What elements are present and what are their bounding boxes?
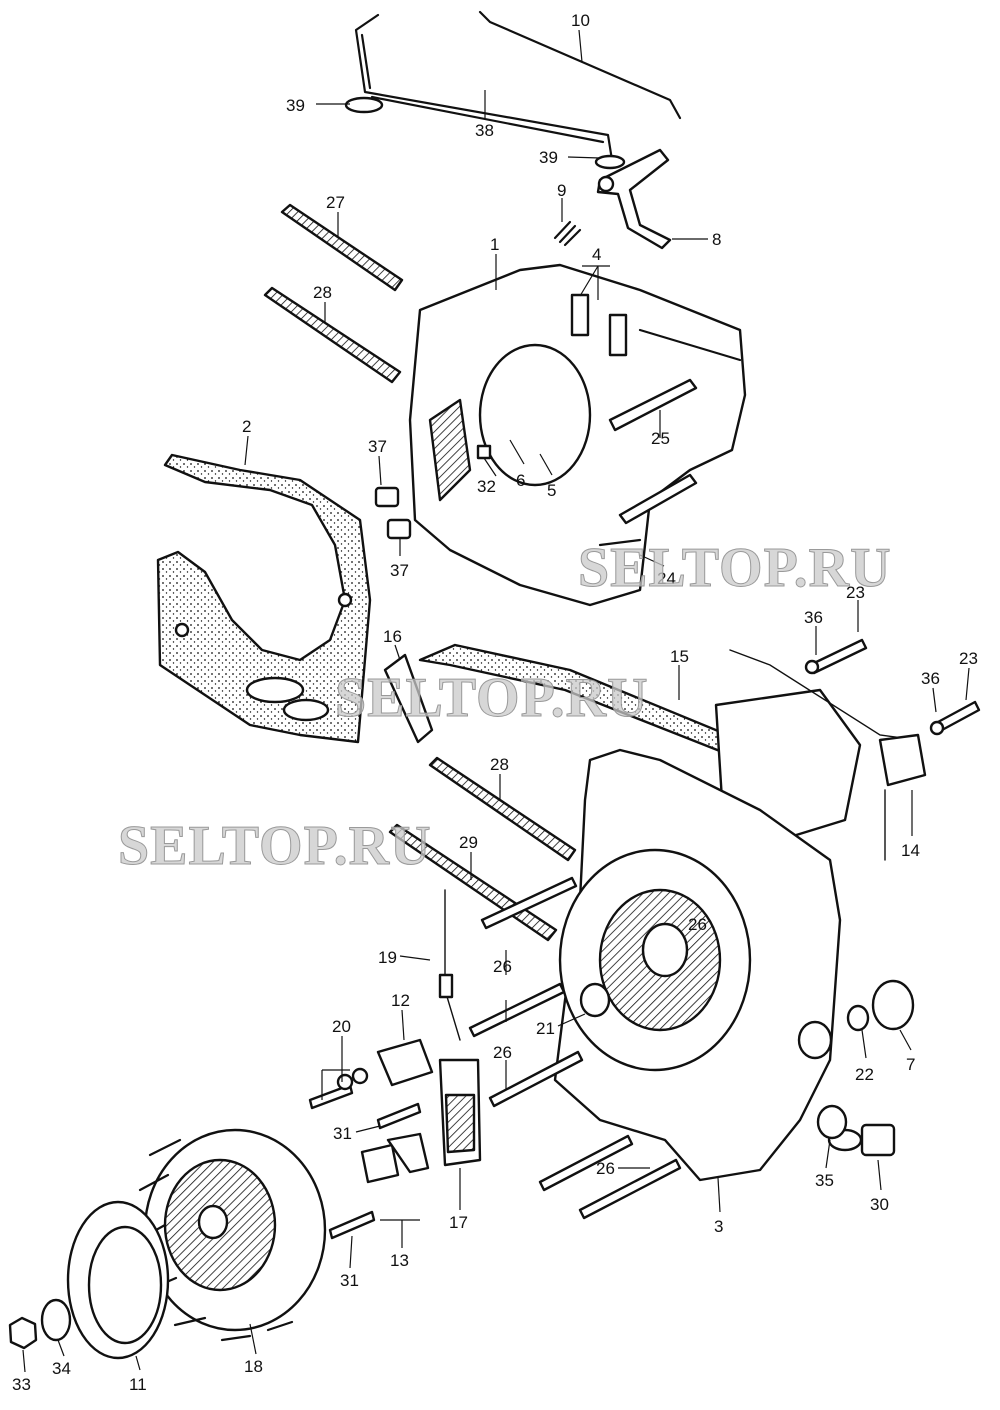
callout-25: 25 [651,429,670,448]
callout-21: 21 [536,1019,555,1038]
callout-2: 2 [242,417,251,436]
callout-13: 13 [390,1251,409,1270]
breaker-bracket [360,1132,430,1184]
crankcase-lower [553,748,863,1182]
callout-27: 27 [326,193,345,212]
callout-31-upper: 31 [333,1124,352,1143]
callout-37-top: 37 [368,437,387,456]
callout-26-a: 26 [493,957,512,976]
callout-38: 38 [475,121,494,140]
oil-filler-cap [871,979,915,1031]
callout-29: 29 [459,833,478,852]
condenser [878,733,927,861]
callout-26-housing: 26 [688,915,707,934]
callout-23-right: 23 [959,649,978,668]
flywheel [136,1128,327,1342]
callout-9: 9 [557,181,566,200]
o-ring-22 [846,1004,870,1032]
flywheel-cover [66,1200,170,1360]
small-screw-32 [476,444,492,460]
plug-cap [383,653,434,744]
callout-20: 20 [332,1017,351,1036]
callout-6: 6 [516,471,525,490]
callout-1: 1 [490,235,499,254]
dowel-pins [374,486,412,540]
watermark-1: SELTOP.RU [578,537,892,599]
callout-23-left: 23 [846,583,865,602]
callout-28-top: 28 [313,283,332,302]
callout-16: 16 [383,627,402,646]
callout-34: 34 [52,1359,71,1378]
callout-14: 14 [901,841,920,860]
callout-36-right: 36 [921,669,940,688]
callout-12: 12 [391,991,410,1010]
callout-8: 8 [712,230,721,249]
stud-upper-b [263,286,402,384]
drain-washer [816,1104,848,1140]
tube-clip-lower [594,154,626,170]
coil-bolts [804,638,981,736]
crankcase-upper [408,263,747,607]
callout-26-c: 26 [596,1159,615,1178]
callout-36-left: 36 [804,608,823,627]
callout-4: 4 [592,245,601,264]
callout-24: 24 [657,569,676,588]
callout-30: 30 [870,1195,889,1214]
leader-lines [22,29,970,1373]
flywheel-nut [8,1316,38,1350]
tube-clip-upper [344,96,384,114]
crankcase-gasket [156,453,372,744]
callout-18: 18 [244,1357,263,1376]
callout-7: 7 [906,1055,915,1074]
screws-20 [308,1067,369,1110]
bolts-26 [468,876,682,1220]
callout-32: 32 [477,477,496,496]
drain-bolt [860,1123,896,1157]
stud-upper-a [280,203,404,292]
ground-wire [438,889,461,1041]
callout-31-lower: 31 [340,1271,359,1290]
callout-15: 15 [670,647,689,666]
callout-5: 5 [547,481,556,500]
watermark-3: SELTOP.RU [118,815,432,877]
callout-10: 10 [571,11,590,30]
contact-breaker [376,1038,434,1087]
callout-37-bottom: 37 [390,561,409,580]
callout-39-bracket: 39 [539,148,558,167]
exciter-coil [438,1058,482,1167]
callout-33: 33 [12,1375,31,1394]
throttle-wire [478,10,682,120]
watermarks: SELTOP.RU SELTOP.RU SELTOP.RU [118,537,892,878]
watermark-2: SELTOP.RU [335,667,649,729]
stud-lower-28 [428,756,577,862]
callout-28-bottom: 28 [490,755,509,774]
callout-labels: 10 39 38 39 9 8 1 4 27 28 2 37 37 32 6 5… [12,11,978,1394]
callout-19: 19 [378,948,397,967]
callout-22: 22 [855,1065,874,1084]
spring-pin [553,220,582,247]
callout-11: 11 [129,1375,147,1394]
crankcase-bolts [608,378,698,525]
callout-26-b: 26 [493,1043,512,1062]
callout-3: 3 [714,1217,723,1236]
callout-39-top: 39 [286,96,305,115]
callout-35: 35 [815,1171,834,1190]
bracket-plate [596,148,672,250]
flywheel-washer [40,1298,72,1342]
screws-31 [328,1102,422,1240]
callout-17: 17 [449,1213,468,1232]
breather-tube [354,13,614,162]
